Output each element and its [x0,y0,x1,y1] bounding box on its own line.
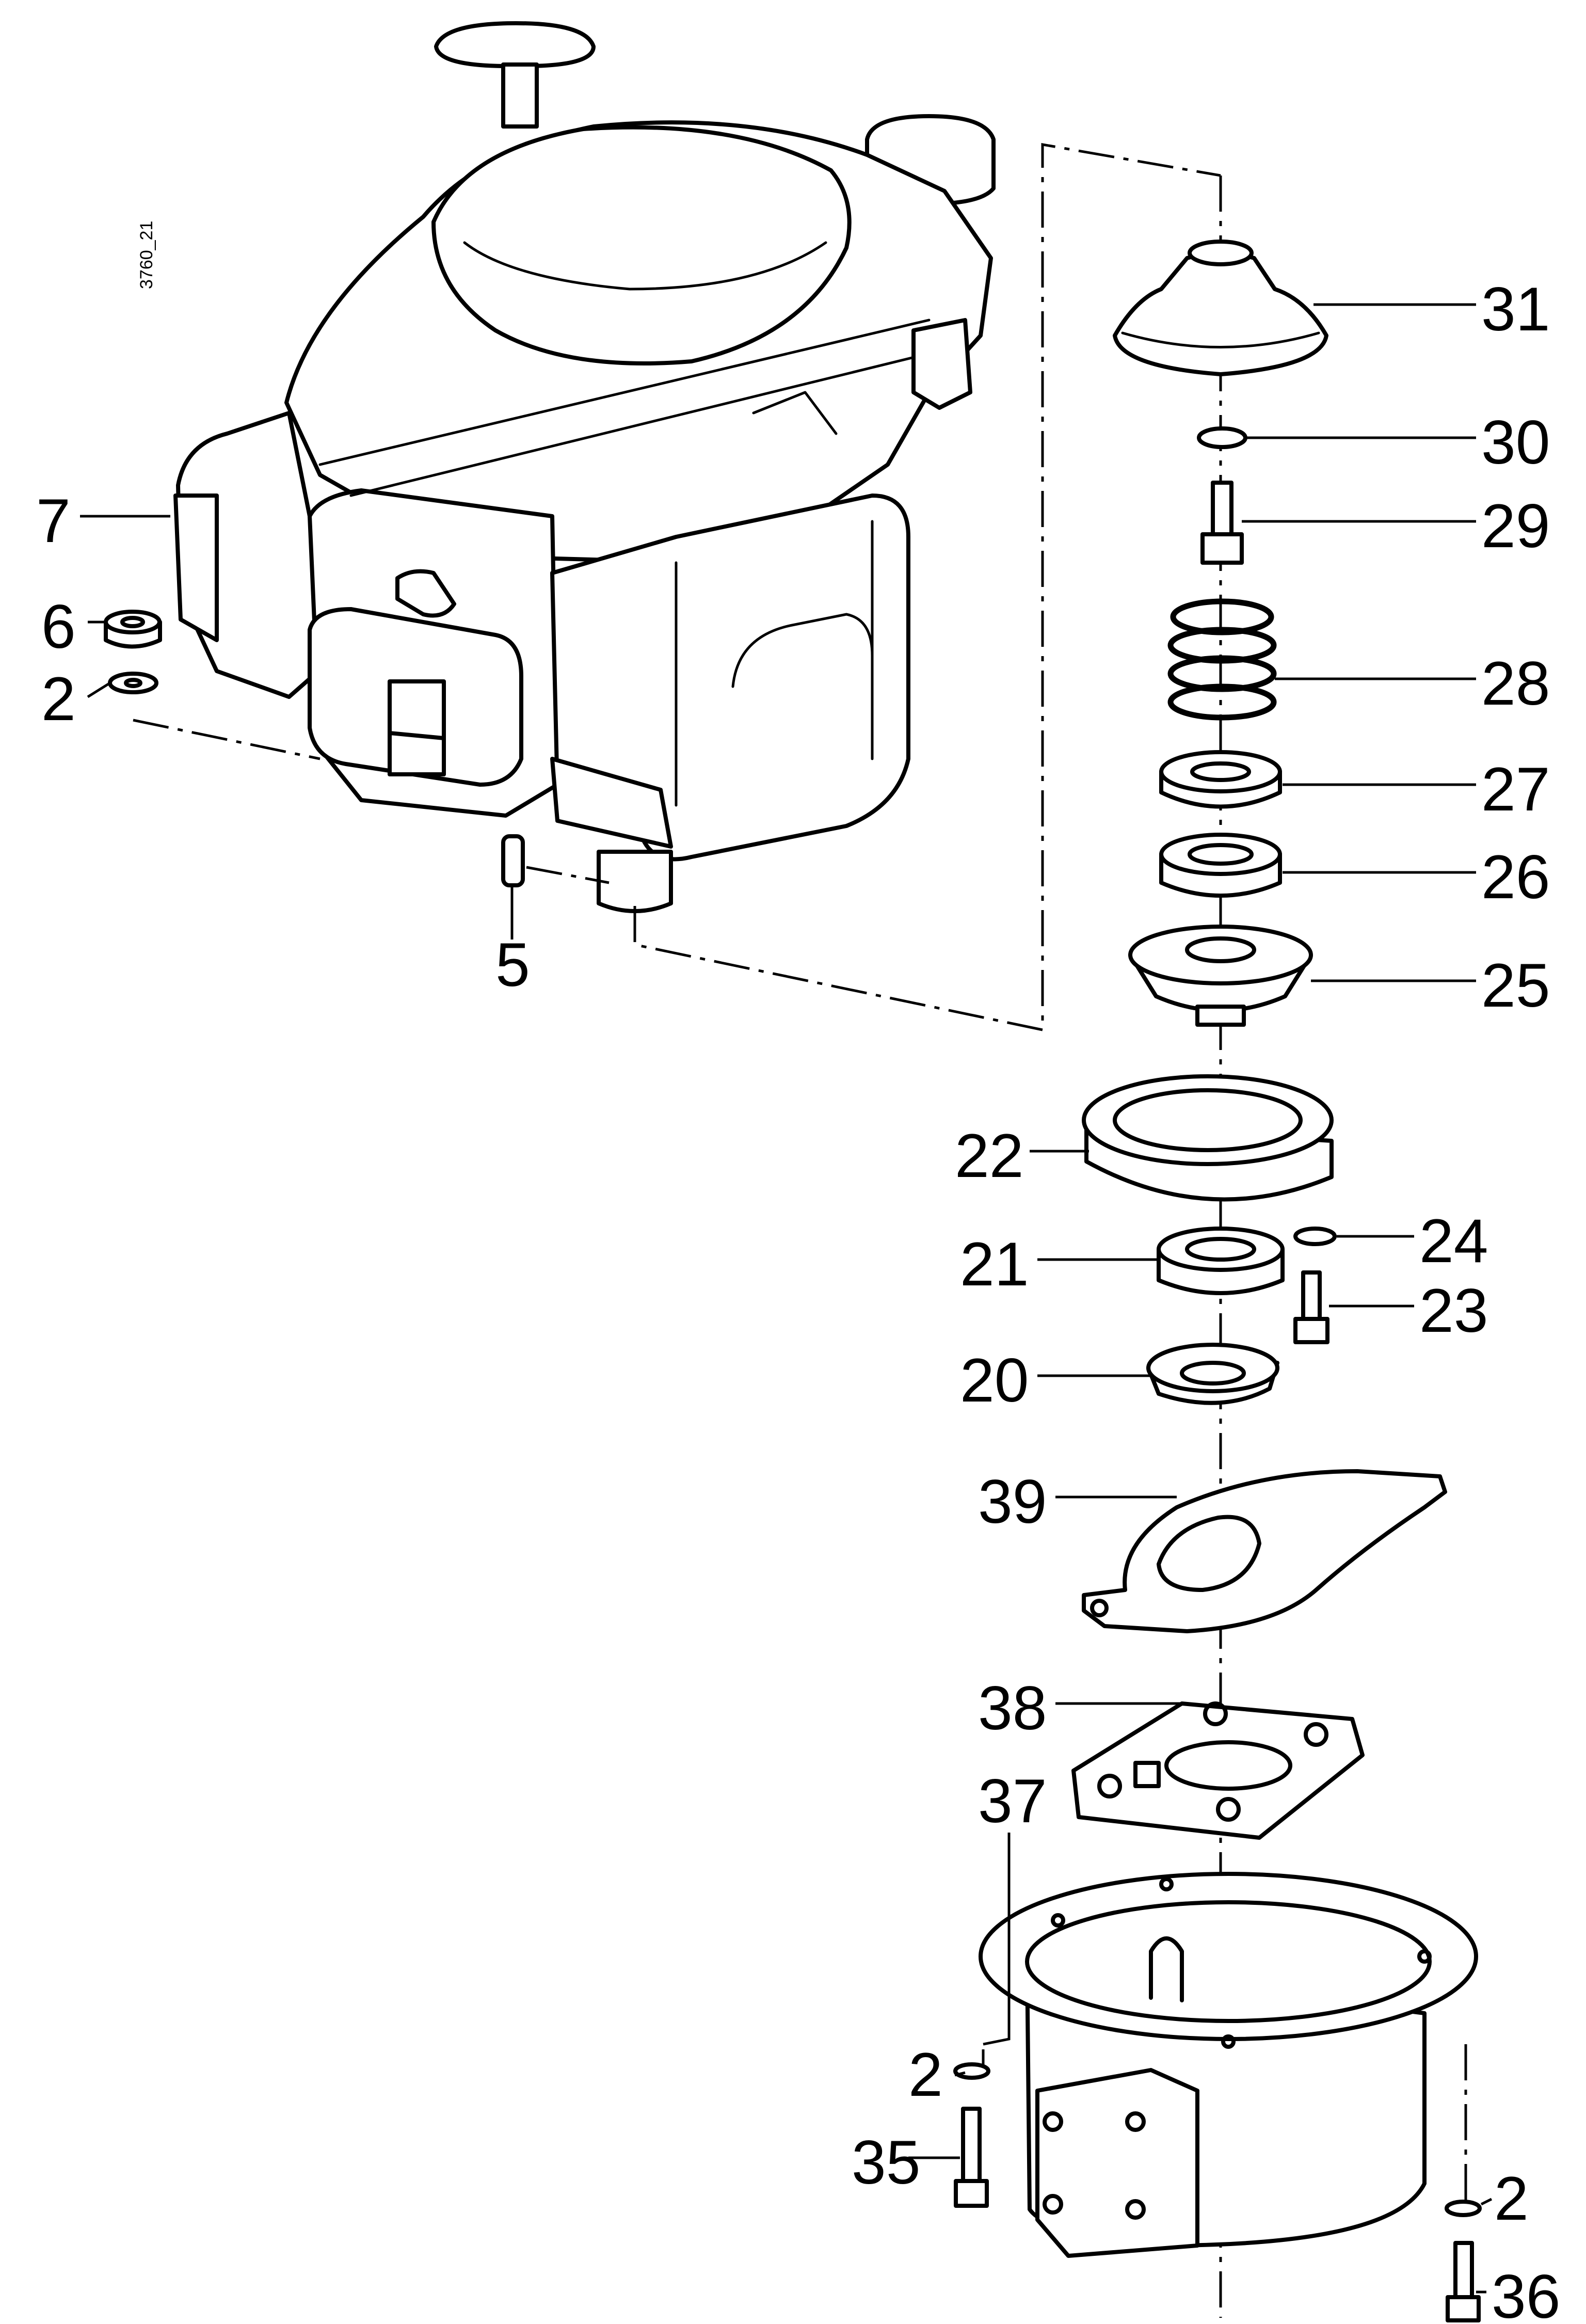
figure-code-label: 3760_21 [137,221,156,289]
part-39-plate [1082,1469,1447,1633]
part-28-spring [1167,598,1277,721]
callout-7: 7 [36,486,71,555]
callout-6: 6 [41,592,76,661]
callout-22: 22 [955,1121,1023,1190]
part-20-collar [1146,1343,1279,1405]
callout-28: 28 [1481,649,1550,718]
part-29-bolt [1200,481,1244,565]
part-26-bearing [1159,833,1282,898]
callout-30: 30 [1481,408,1550,477]
callout-37: 37 [978,1766,1047,1836]
part-2-washer-right [1445,2200,1482,2217]
part-25-hub [1128,925,1313,1027]
part-27-ring [1159,750,1282,809]
callout-23: 23 [1419,1276,1488,1345]
part-37-housing [979,1872,1478,2258]
part-21-bearing [1157,1227,1285,1295]
callout-25: 25 [1481,951,1550,1020]
callout-20: 20 [960,1346,1029,1415]
callout-36: 36 [1492,2262,1560,2324]
callout-27: 27 [1481,755,1550,824]
callout-38: 38 [978,1674,1047,1743]
engine-mounting-line [133,719,321,760]
part-35-bolt [954,2107,989,2208]
part-30-washer [1197,426,1247,449]
part-6-nut [104,610,162,649]
stud-line [526,866,610,884]
part-31-cover [1113,240,1328,376]
leader-lines [80,303,1493,2294]
callout-26: 26 [1481,842,1550,912]
part-22-flange [1082,1074,1334,1202]
part-36-bolt [1446,2241,1481,2322]
callout-2-engine: 2 [41,664,76,734]
part-24-washer [1293,1227,1337,1246]
part-2-washer-left [953,2062,990,2080]
callout-35: 35 [852,2128,920,2197]
engine-illustration [173,21,996,913]
callout-31: 31 [1481,275,1550,344]
callout-39: 39 [978,1467,1047,1536]
callout-24: 24 [1419,1206,1488,1276]
part-38-plate [1071,1701,1365,1840]
part-2-washer-engine [108,672,158,694]
callout-2-right: 2 [1494,2164,1529,2233]
callout-2-left: 2 [908,2040,943,2109]
part-23-bolt [1293,1270,1329,1344]
shaft-alignment-line [633,143,1221,1032]
callout-21: 21 [960,1230,1029,1299]
callout-5: 5 [495,930,530,999]
callout-29: 29 [1481,491,1550,561]
